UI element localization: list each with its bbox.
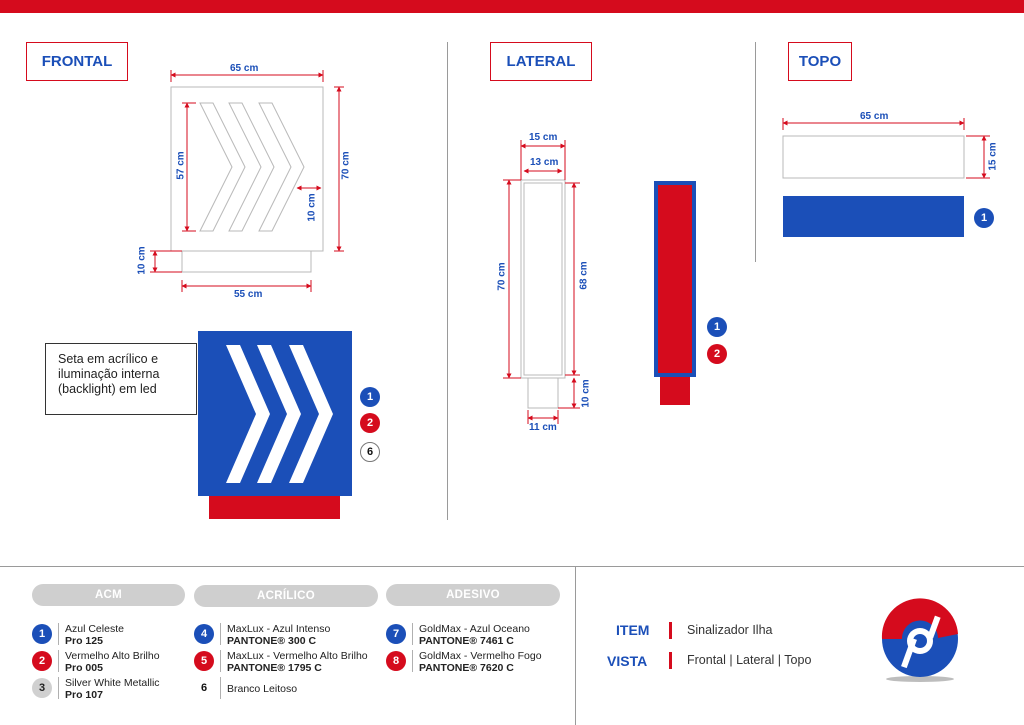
dim-lateral-outer-width: 15 cm [529,132,558,143]
dim-frontal-base-width: 55 cm [234,289,263,300]
frontal-outline-drawing [170,86,324,273]
legend-separator [412,623,413,645]
legend-badge-1: 1 [32,624,52,644]
footer-divider [0,566,1024,567]
footer-vertical-divider [575,566,576,725]
legend-group-acm: ACM [32,584,185,606]
dim-topo-width: 65 cm [860,111,889,122]
dim-frontal-height: 70 cm [340,151,352,180]
legend-group-adesivo: ADESIVO [386,584,560,606]
info-view-bar [669,652,672,669]
legend-group-acrilico: ACRÍLICO [194,585,378,607]
callout-frontal-6: 6 [360,442,380,462]
legend-badge-8: 8 [386,651,406,671]
view-label-lateral: LATERAL [490,42,592,81]
callout-lateral-1: 1 [707,317,727,337]
view-label-frontal: FRONTAL [26,42,128,81]
legend-badge-4: 4 [194,624,214,644]
legend-separator [412,650,413,672]
legend-separator [220,650,221,672]
note-line-2: iluminação interna [58,367,160,381]
info-view-value: Frontal | Lateral | Topo [687,653,812,667]
brand-logo [881,598,958,682]
dim-frontal-width: 65 cm [230,63,259,74]
lateral-outline-drawing [520,179,566,409]
lateral-dimension-lines [503,140,580,424]
info-item-value: Sinalizador Ilha [687,623,773,637]
legend-separator [58,677,59,699]
divider-lateral-topo [755,42,756,262]
dim-frontal-arrow-height: 57 cm [175,151,187,180]
topo-rendered-sign [783,196,964,237]
frontal-rendered-sign [198,331,352,519]
topo-outline-drawing [782,135,965,179]
legend-separator [220,677,221,699]
divider-frontal-lateral [447,42,448,520]
dim-lateral-base-height: 10 cm [580,379,592,408]
legend-badge-5: 5 [194,651,214,671]
note-line-1: Seta em acrílico e [58,352,159,366]
callout-frontal-2: 2 [360,413,380,433]
dim-lateral-height: 70 cm [496,262,508,291]
legend-badge-3: 3 [32,678,52,698]
lateral-rendered-sign [654,181,696,405]
legend-item-6: Branco Leitoso [227,683,298,695]
legend-separator [58,650,59,672]
legend-separator [58,623,59,645]
dim-topo-depth: 15 cm [987,142,999,171]
dim-frontal-base-height: 10 cm [136,246,148,275]
info-item-label: ITEM [616,622,650,638]
dim-lateral-inner-height: 68 cm [578,261,590,290]
legend-separator [220,623,221,645]
note-line-3: (backlight) em led [58,382,157,396]
view-label-topo: TOPO [788,42,852,81]
callout-topo-1: 1 [974,208,994,228]
technical-drawing [150,70,990,519]
topo-dimension-lines [782,118,990,179]
material-note: Seta em acrílico e iluminação interna (b… [45,343,197,415]
info-item-bar [669,622,672,639]
legend-badge-7: 7 [386,624,406,644]
top-accent-bar [0,0,1024,13]
legend-badge-6: 6 [194,678,214,698]
frontal-dimension-lines [150,70,344,292]
legend-badge-2: 2 [32,651,52,671]
dim-lateral-inner-width: 13 cm [530,157,559,168]
callout-frontal-1: 1 [360,387,380,407]
callout-lateral-2: 2 [707,344,727,364]
dim-lateral-base-width: 11 cm [529,422,557,433]
info-view-label: VISTA [607,653,648,669]
dim-frontal-arrow-offset: 10 cm [306,193,318,222]
